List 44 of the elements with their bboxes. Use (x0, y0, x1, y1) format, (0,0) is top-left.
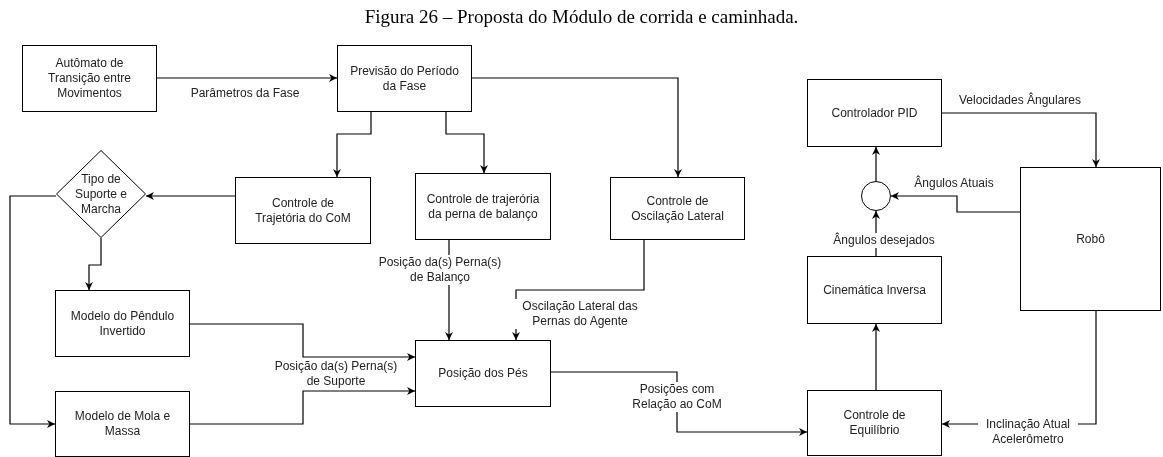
process-box (807, 256, 942, 324)
arrow (890, 192, 1021, 213)
node-label: Controle de Equilíbrio (842, 408, 907, 438)
node-label: Modelo de Mola e Massa (73, 409, 172, 439)
figure-title: Figura 26 – Proposta do Módulo de corrida e caminhada. (363, 6, 800, 28)
arrow (85, 237, 102, 291)
process-box (415, 173, 551, 240)
arrow (9, 195, 57, 428)
process-box (610, 177, 745, 240)
process-box (807, 79, 942, 147)
arrow (550, 371, 808, 436)
process-box (22, 45, 157, 112)
node-label: Previsão do Período da Fase (349, 63, 460, 94)
arrow (145, 192, 236, 200)
node-label: Modelo do Pêndulo Invertido (69, 308, 176, 339)
decision-diamond (56, 150, 146, 238)
node-label: Posição dos Pés (437, 366, 529, 381)
process-box (55, 290, 190, 357)
arrow (333, 111, 372, 178)
arrow (189, 323, 416, 361)
node-label: Robô (1075, 231, 1106, 247)
node-label: Controle de Trajetória do CoM (254, 195, 352, 226)
process-box (415, 340, 551, 407)
arrow (156, 74, 338, 82)
node-label: Controlador PID (830, 105, 919, 121)
node-label: Autômato de Transição entre Movimentos (47, 56, 132, 101)
arrow (941, 112, 1100, 168)
process-box (337, 45, 472, 112)
node-label: Controle de Oscilação Lateral (630, 193, 725, 224)
arrow (471, 77, 682, 178)
node-label: Tipo de Suporte e Marcha (73, 171, 128, 217)
arrow (872, 146, 880, 182)
edge-label: Velocidades Ângulares (958, 92, 1082, 108)
process-box (807, 390, 942, 456)
arrow (872, 323, 880, 391)
process-box (1020, 167, 1161, 311)
arrow (189, 387, 416, 425)
edge-label: Ângulos Atuais (914, 175, 994, 191)
edge-label: Ângulos desejados (833, 232, 935, 248)
process-box (55, 391, 190, 457)
arrow (445, 111, 488, 174)
process-box (235, 177, 371, 244)
node-label: Controle de trajerória da perna de balanço (425, 191, 541, 222)
node-label: Cinemática Inversa (822, 282, 927, 298)
